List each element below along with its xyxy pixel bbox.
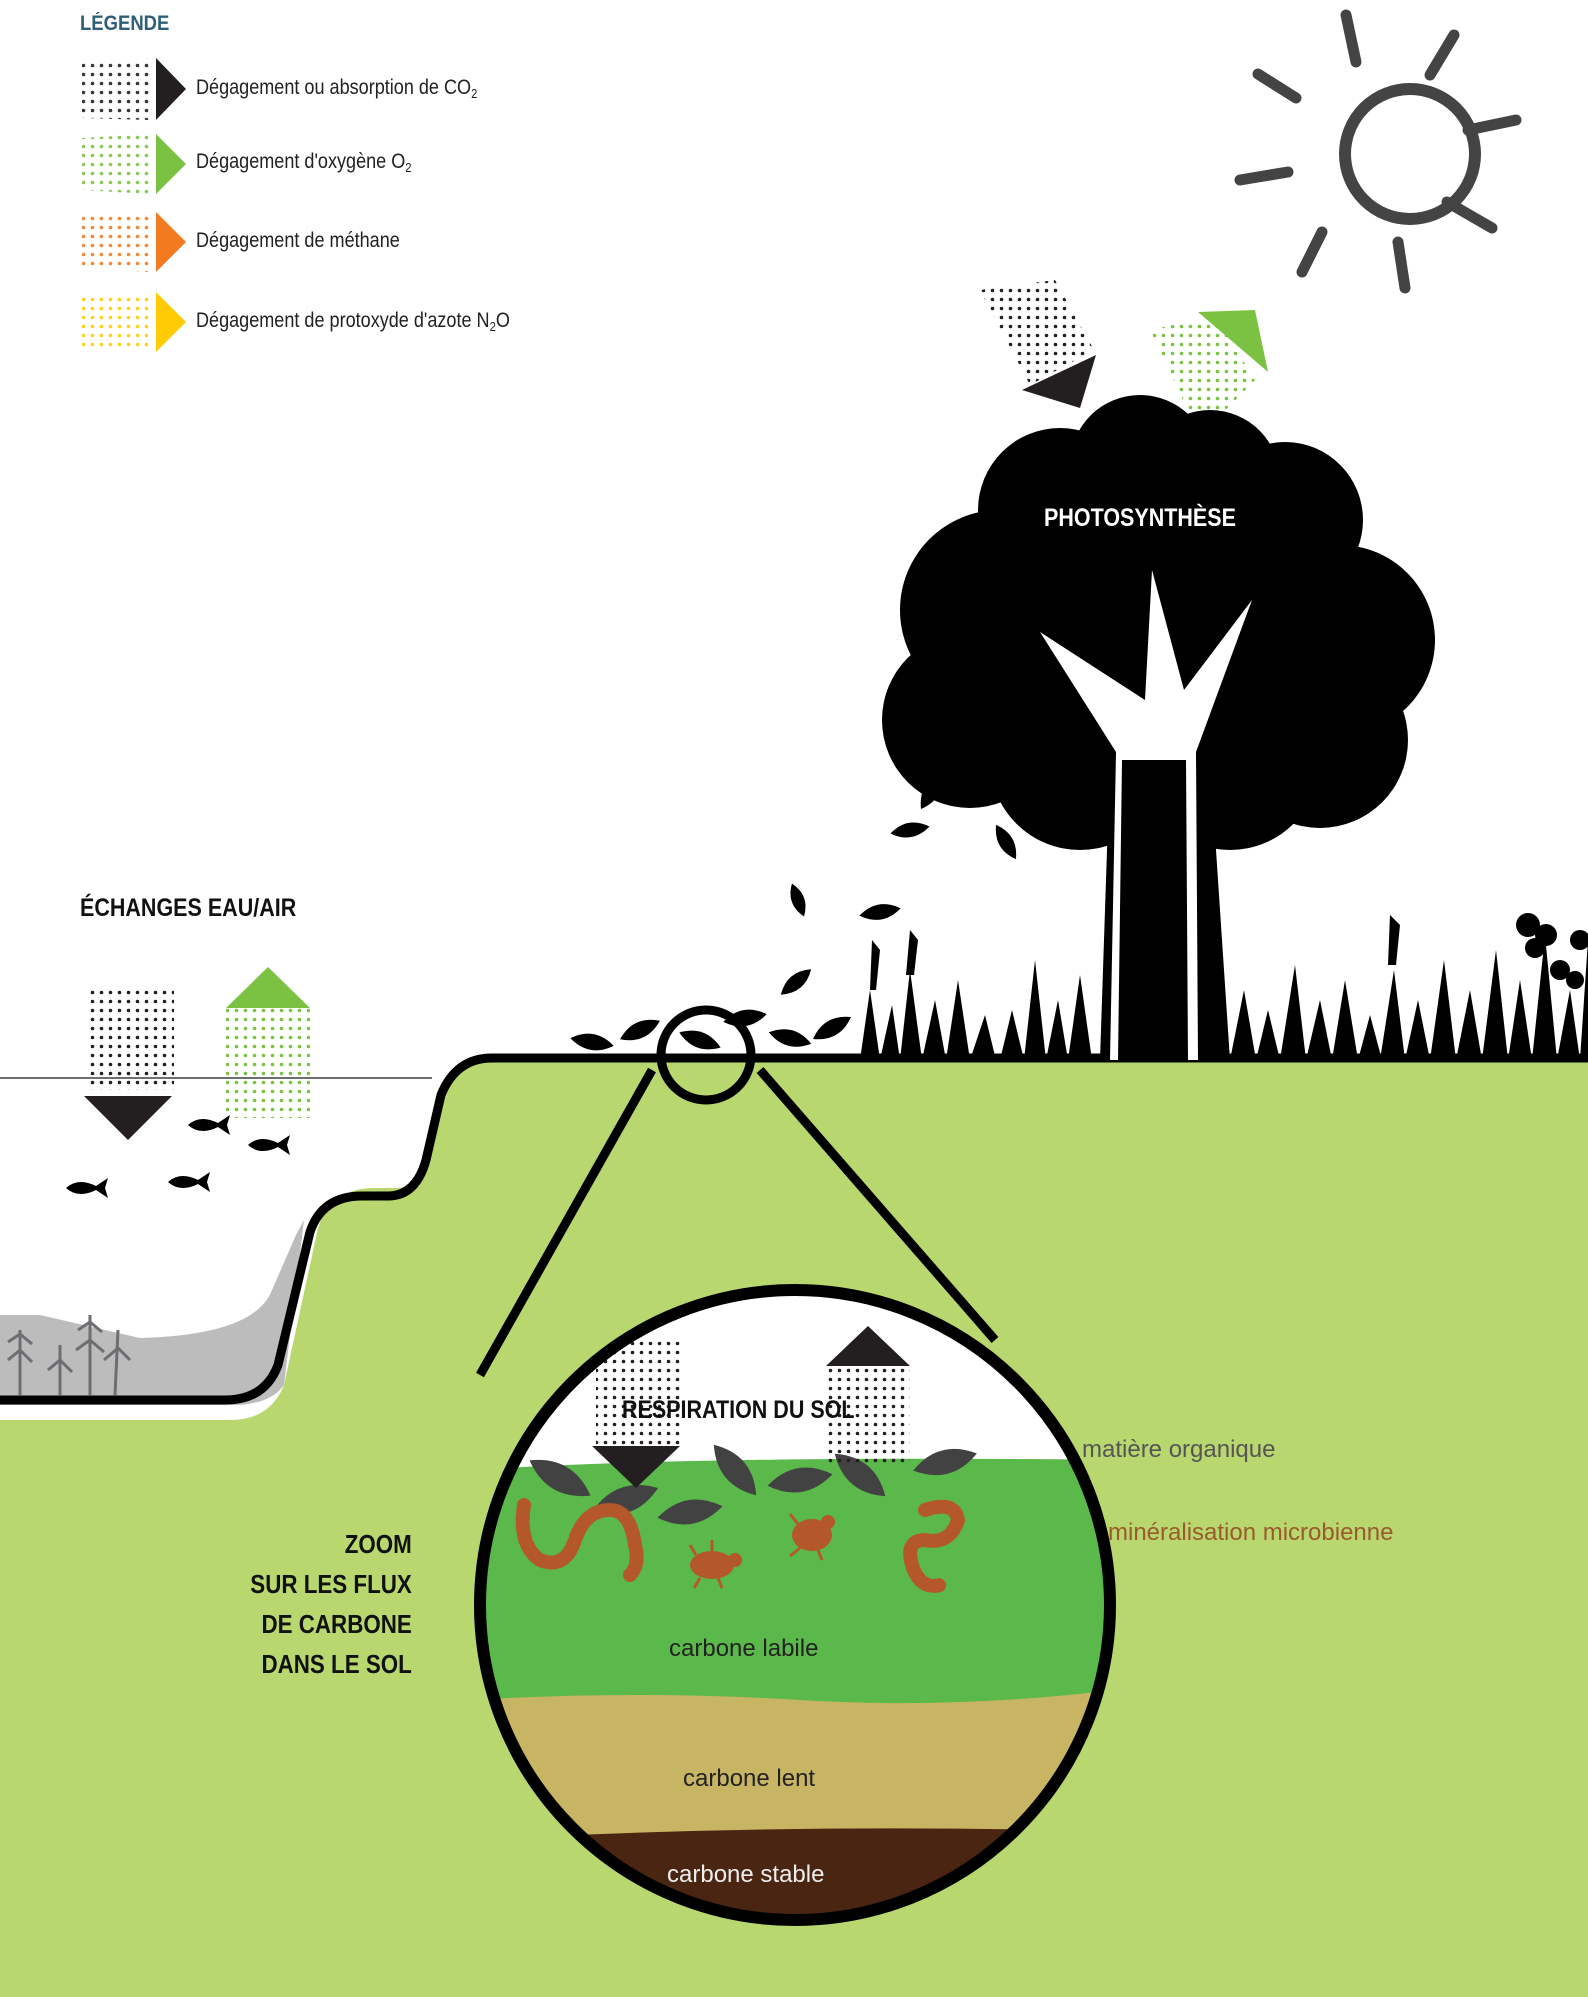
- zoom-caption: ZOOM SUR LES FLUX DE CARBONE DANS LE SOL: [250, 1529, 412, 1679]
- aquatic-plants-icon: [7, 1315, 132, 1396]
- fish-icon: [66, 1115, 290, 1198]
- tree-silhouette: [882, 395, 1435, 1060]
- legend-title: LÉGENDE: [80, 12, 170, 35]
- zoom-connector: [476, 1005, 999, 1378]
- tree-trunk-core: [1118, 760, 1188, 1060]
- legend-o2-label: Dégagement d'oxygène O2: [196, 150, 412, 175]
- legend-methane-label: Dégagement de méthane: [196, 229, 400, 252]
- legend-methane-swatch: [82, 212, 186, 272]
- water-o2-arrow-icon: [226, 967, 310, 1118]
- photosynthesis-co2-arrow-icon: [980, 280, 1096, 408]
- bank-outline: [0, 1053, 1588, 1405]
- grass-silhouette: [860, 913, 1588, 1060]
- water-basin-floor: [0, 1220, 304, 1405]
- photosynthesis-o2-arrow-icon: [1150, 310, 1268, 436]
- legend-co2-label: Dégagement ou absorption de CO2: [196, 76, 478, 101]
- legend-co2-swatch: [82, 58, 186, 120]
- stable-carbon-label: carbone stable: [667, 1861, 825, 1888]
- legend-n2o-swatch: [82, 292, 186, 352]
- water-air-exchange-label: ÉCHANGES EAU/AIR: [80, 894, 297, 922]
- microbial-mineralization-label: minéralisation microbienne: [1108, 1519, 1394, 1546]
- legend-n2o-label: Dégagement de protoxyde d'azote N2O: [196, 309, 510, 334]
- organic-matter-label: matière organique: [1082, 1436, 1276, 1463]
- slow-carbon-label: carbone lent: [683, 1765, 816, 1792]
- photosynthesis-label: PHOTOSYNTHÈSE: [1044, 504, 1236, 532]
- soil-zoom-circle-border: [474, 1284, 1116, 1926]
- labile-carbon-label: carbone labile: [669, 1635, 819, 1662]
- soil-zoom-circle: [480, 1290, 1110, 1920]
- legend-o2-swatch: [82, 134, 186, 194]
- sun-icon: [1234, 9, 1522, 294]
- soil-respiration-label: RESPIRATION DU SOL: [622, 1396, 855, 1424]
- water-co2-arrow-icon: [84, 990, 174, 1140]
